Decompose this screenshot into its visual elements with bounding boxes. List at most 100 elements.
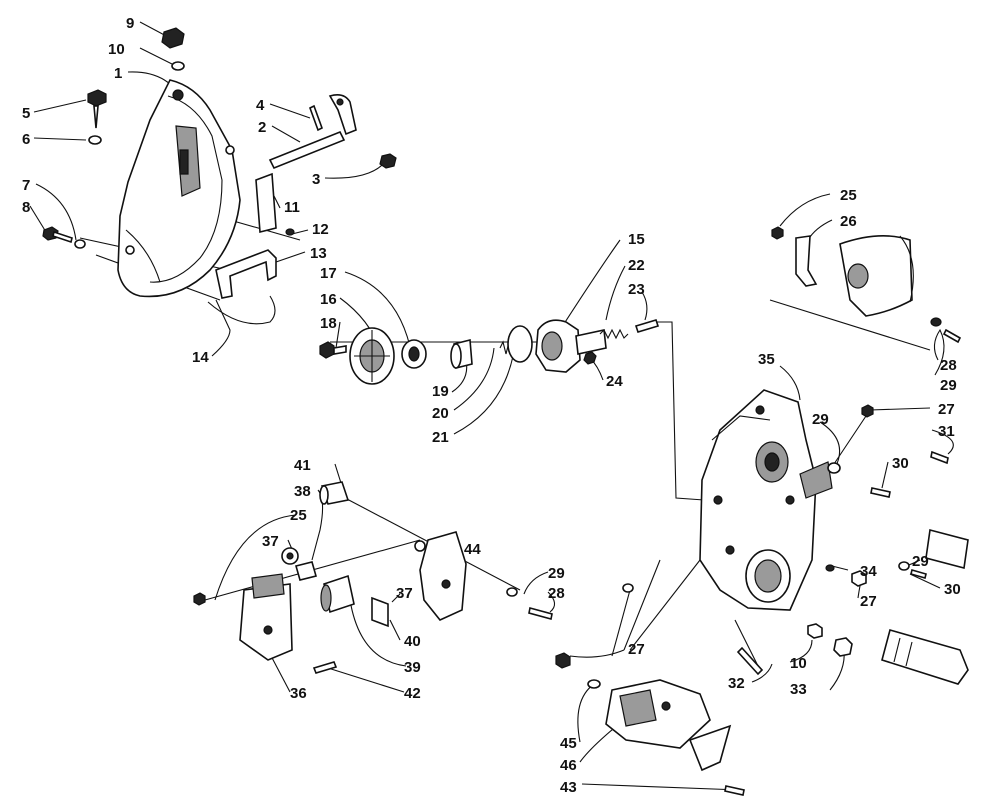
bracket-part-26 xyxy=(795,235,818,287)
bolt-part-30-upper xyxy=(870,487,891,498)
callout-46: 46 xyxy=(560,757,577,774)
chaincase-part-35 xyxy=(699,389,833,611)
nut-part-27-low xyxy=(622,583,634,593)
callout-25: 25 xyxy=(840,187,857,204)
callout-17: 17 xyxy=(320,265,337,282)
callout-42: 42 xyxy=(404,685,421,702)
washer-part-29-case xyxy=(827,462,841,474)
shaft-part-2 xyxy=(268,94,357,170)
pulley-part-16 xyxy=(349,327,395,385)
nut-part-25-low xyxy=(193,592,206,606)
washer-part-7 xyxy=(74,239,86,249)
callout-29-right: 29 xyxy=(912,553,929,570)
callout-40: 40 xyxy=(404,633,421,650)
callout-12: 12 xyxy=(312,221,329,238)
callout-26: 26 xyxy=(840,213,857,230)
nut-part-9 xyxy=(161,27,185,49)
pin-part-41 xyxy=(319,481,350,505)
plate-part-11 xyxy=(255,172,277,234)
callout-9: 9 xyxy=(126,15,134,32)
nut-part-3 xyxy=(379,153,397,169)
washer-part-29-low xyxy=(506,587,518,597)
callout-25-low: 25 xyxy=(290,507,307,524)
pin-part-4 xyxy=(309,104,323,132)
washer-part-10 xyxy=(171,61,185,71)
callout-39: 39 xyxy=(404,659,421,676)
bolt-part-31 xyxy=(930,450,949,465)
roller-part-39 xyxy=(320,574,355,614)
bolt-part-32 xyxy=(736,646,764,676)
callout-4: 4 xyxy=(256,97,265,114)
callout-27-bottom: 27 xyxy=(628,641,645,658)
bolt-part-28-low xyxy=(528,607,553,620)
callout-7: 7 xyxy=(22,177,30,194)
callout-37-right: 37 xyxy=(396,585,413,602)
nut-part-27-mid xyxy=(851,570,867,587)
callout-2: 2 xyxy=(258,119,266,136)
nut-part-27-top xyxy=(861,404,874,418)
callout-labels: 9 10 1 5 6 7 8 4 2 3 11 12 13 14 15 22 2… xyxy=(22,15,961,796)
callout-1: 1 xyxy=(114,65,122,82)
callout-3: 3 xyxy=(312,171,320,188)
spring-part-22 xyxy=(599,328,629,340)
callout-24: 24 xyxy=(606,373,623,390)
pin-part-23 xyxy=(634,319,660,333)
plate-part-43 xyxy=(688,724,745,796)
washer-part-10-case xyxy=(807,623,823,639)
callout-31: 31 xyxy=(938,423,955,440)
nut-part-25-top xyxy=(771,226,784,240)
callout-38: 38 xyxy=(294,483,311,500)
callout-37: 37 xyxy=(262,533,279,550)
callout-8: 8 xyxy=(22,199,30,216)
bolt-part-8 xyxy=(42,226,73,244)
callout-44: 44 xyxy=(464,541,481,558)
callout-15: 15 xyxy=(628,231,645,248)
callout-32: 32 xyxy=(728,675,745,692)
bracket-part-36 xyxy=(239,573,293,661)
washer-part-29-right xyxy=(898,561,910,571)
shaft-upper-right xyxy=(925,528,969,570)
callout-22: 22 xyxy=(628,257,645,274)
block-part-46 xyxy=(605,679,711,749)
ring-part-17 xyxy=(401,339,427,369)
callout-13: 13 xyxy=(310,245,327,262)
callout-18: 18 xyxy=(320,315,337,332)
callout-29-case: 29 xyxy=(812,411,829,428)
washer-part-44 xyxy=(414,540,426,552)
screw-part-5 xyxy=(87,89,107,129)
bolt-part-30-lower xyxy=(910,569,927,579)
callout-33: 33 xyxy=(790,681,807,698)
nut-part-34 xyxy=(825,564,835,572)
bolt-part-18 xyxy=(319,341,347,359)
callout-45: 45 xyxy=(560,735,577,752)
bolt-part-28-top xyxy=(930,317,962,344)
splined-shaft xyxy=(881,629,969,685)
clip-part-13 xyxy=(215,249,277,299)
bellhousing-upper xyxy=(839,235,914,317)
cap-part-33 xyxy=(833,637,853,657)
callout-41: 41 xyxy=(294,457,311,474)
ring-part-21 xyxy=(507,325,533,363)
callout-29: 29 xyxy=(940,377,957,394)
housing-part-15 xyxy=(535,319,607,373)
callout-43: 43 xyxy=(560,779,577,796)
callout-30: 30 xyxy=(892,455,909,472)
callout-10: 10 xyxy=(108,41,125,58)
washer-part-37-left xyxy=(281,547,299,565)
callout-14: 14 xyxy=(192,349,209,366)
screw-part-24 xyxy=(583,351,597,365)
callout-23: 23 xyxy=(628,281,645,298)
roller-part-38 xyxy=(295,561,317,581)
callout-36: 36 xyxy=(290,685,307,702)
callout-10-case: 10 xyxy=(790,655,807,672)
callout-30-lower: 30 xyxy=(944,581,961,598)
bushing-part-19 xyxy=(450,338,473,370)
callout-28-low: 28 xyxy=(548,585,565,602)
callout-27-mid: 27 xyxy=(860,593,877,610)
bushing-part-40 xyxy=(371,596,389,628)
callout-19: 19 xyxy=(432,383,449,400)
callout-34: 34 xyxy=(860,563,877,580)
arm-part-44-bracket xyxy=(419,531,467,621)
